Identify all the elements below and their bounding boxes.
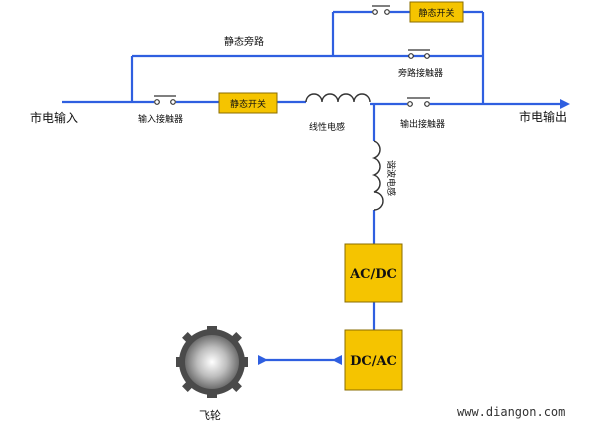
dc-ac-label: DC/AC [350,354,397,369]
flywheel-label: 飞轮 [199,408,221,422]
upper-contactor-symbol [372,5,390,15]
linear-inductor-coil [305,93,371,103]
ac-dc-label: AC/DC [349,267,397,282]
ac-dc-box [344,243,403,303]
input-contactor-symbol [154,95,176,105]
arrow-to-flywheel [258,355,268,365]
input-contactor-label: 输入接触器 [138,113,183,125]
output-contactor-label: 输出接触器 [400,118,445,130]
output-contactor-symbol [407,97,430,107]
static-switch-main-label: 静态开关 [230,98,266,110]
static-switch-top-label: 静态开关 [418,7,454,19]
wiring [62,10,560,330]
bypass-contactor-label: 旁路接触器 [398,67,443,79]
flywheel-icon [176,326,248,398]
dc-ac-box [344,329,403,391]
arrow-to-dcac [332,355,342,365]
static-switch-main-box [218,92,278,114]
choke-inductor-label: 谐波电感 [385,160,397,196]
bypass-contactor-symbol [408,49,430,59]
output-arrow [560,99,570,109]
static-switch-top-box [409,1,464,23]
mains-output-label: 市电输出 [519,109,567,124]
watermark-text: www.diangon.com [457,405,565,419]
choke-inductor-coil [371,140,384,211]
mains-input-label: 市电输入 [30,110,78,125]
static-bypass-label: 静态旁路 [224,35,264,48]
linear-inductor-label: 线性电感 [309,121,345,133]
